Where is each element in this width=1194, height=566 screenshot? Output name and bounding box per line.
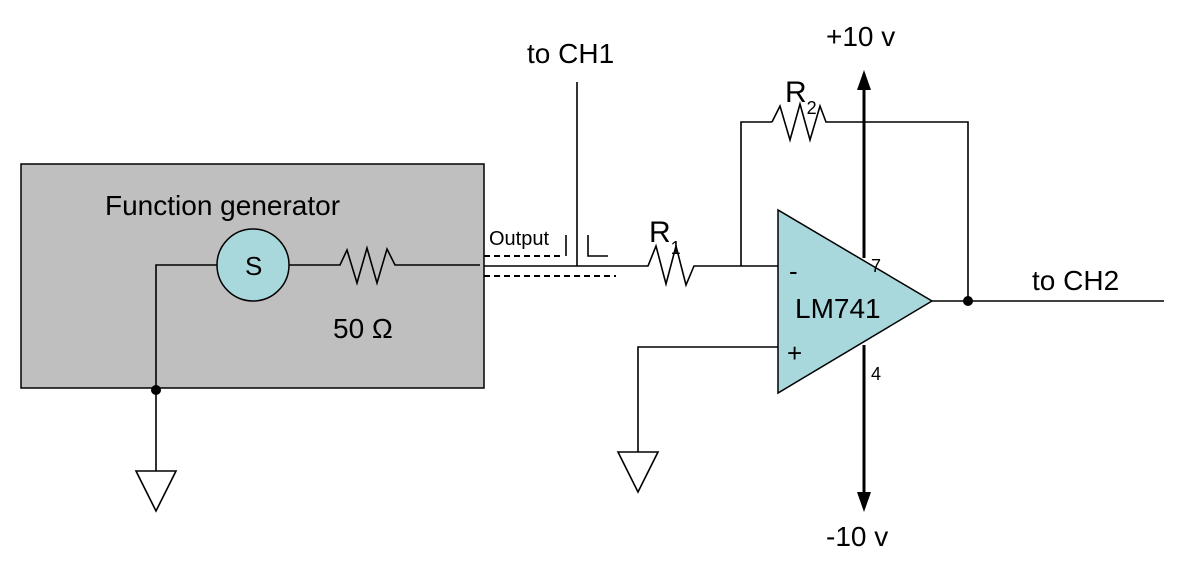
r2-resistor: [771, 101, 969, 301]
positive-supply-label: +10 v: [826, 21, 895, 52]
noninverting-ground-wire: [637, 346, 778, 452]
ground-junction-dot: [151, 385, 161, 395]
output-label: Output: [489, 228, 549, 250]
opamp-model-label: LM741: [795, 293, 881, 324]
ch1-label: to CH1: [527, 38, 614, 69]
output-junction-dot: [963, 296, 973, 306]
generator-ground-symbol: [134, 470, 178, 513]
ch2-label: to CH2: [1032, 265, 1119, 296]
opamp-pin-7-label: 7: [871, 256, 881, 276]
r1-label: R1: [649, 216, 681, 258]
internal-resistor: [289, 245, 480, 286]
opamp-pin-4-label: 4: [871, 364, 881, 384]
negative-supply-label: -10 v: [826, 521, 888, 552]
source-symbol-label: S: [245, 251, 262, 281]
opamp-inverting-label: -: [789, 256, 798, 286]
opamp-triangle: [777, 208, 934, 395]
r2-label: R2: [785, 76, 817, 118]
feedback-left-wire: [740, 121, 772, 266]
opamp-ground-symbol: [616, 451, 660, 494]
generator-ground-wire: [155, 264, 217, 471]
r1-letter: R: [649, 216, 671, 249]
internal-resistance-label: 50 Ω: [333, 313, 393, 344]
opamp-noninverting-label: +: [787, 338, 802, 368]
function-generator-title: Function generator: [105, 190, 340, 221]
negative-supply-arrow: [857, 492, 871, 512]
r1-subscript: 1: [671, 238, 681, 258]
r2-subscript: 2: [807, 98, 817, 118]
r2-letter: R: [785, 76, 807, 109]
positive-supply-arrow: [857, 70, 871, 90]
r1-resistor: [640, 242, 778, 288]
coax-shield-mark-right: [587, 235, 608, 257]
